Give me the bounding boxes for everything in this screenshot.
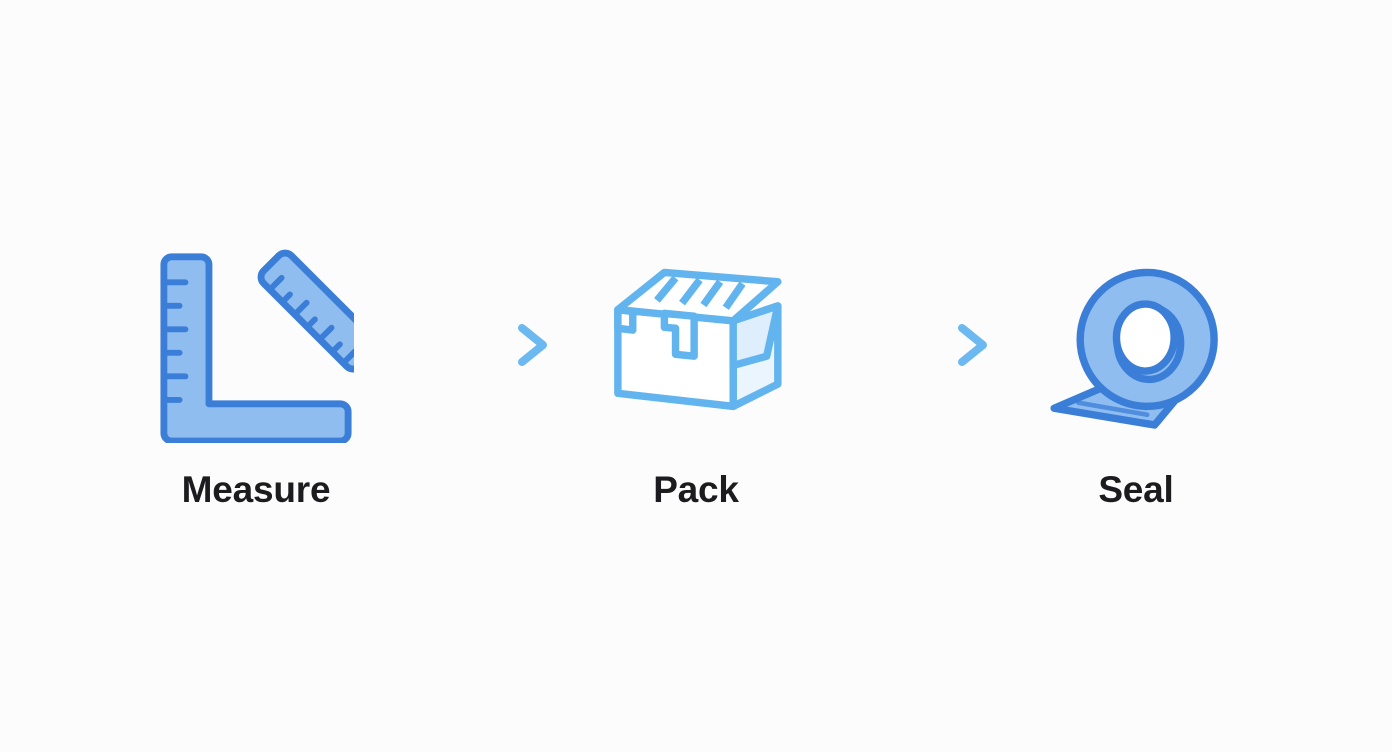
- arrow-right-icon: [836, 324, 987, 366]
- flow-step-label-seal: Seal: [1098, 468, 1174, 510]
- tape-roll-icon: [1036, 245, 1236, 445]
- flow-step-measure: Measure: [136, 245, 376, 508]
- arrow-right-icon: [396, 324, 547, 366]
- flow-step-label-measure: Measure: [181, 468, 331, 510]
- flow-step-label-pack: Pack: [653, 468, 739, 510]
- cardboard-box-icon: [596, 245, 796, 445]
- connector-pack-seal: [816, 245, 1016, 445]
- flow-step-seal: Seal: [1016, 245, 1256, 508]
- flow-step-pack: Pack: [576, 245, 816, 508]
- ruler-square-icon: [156, 245, 356, 445]
- connector-measure-pack: [376, 245, 576, 445]
